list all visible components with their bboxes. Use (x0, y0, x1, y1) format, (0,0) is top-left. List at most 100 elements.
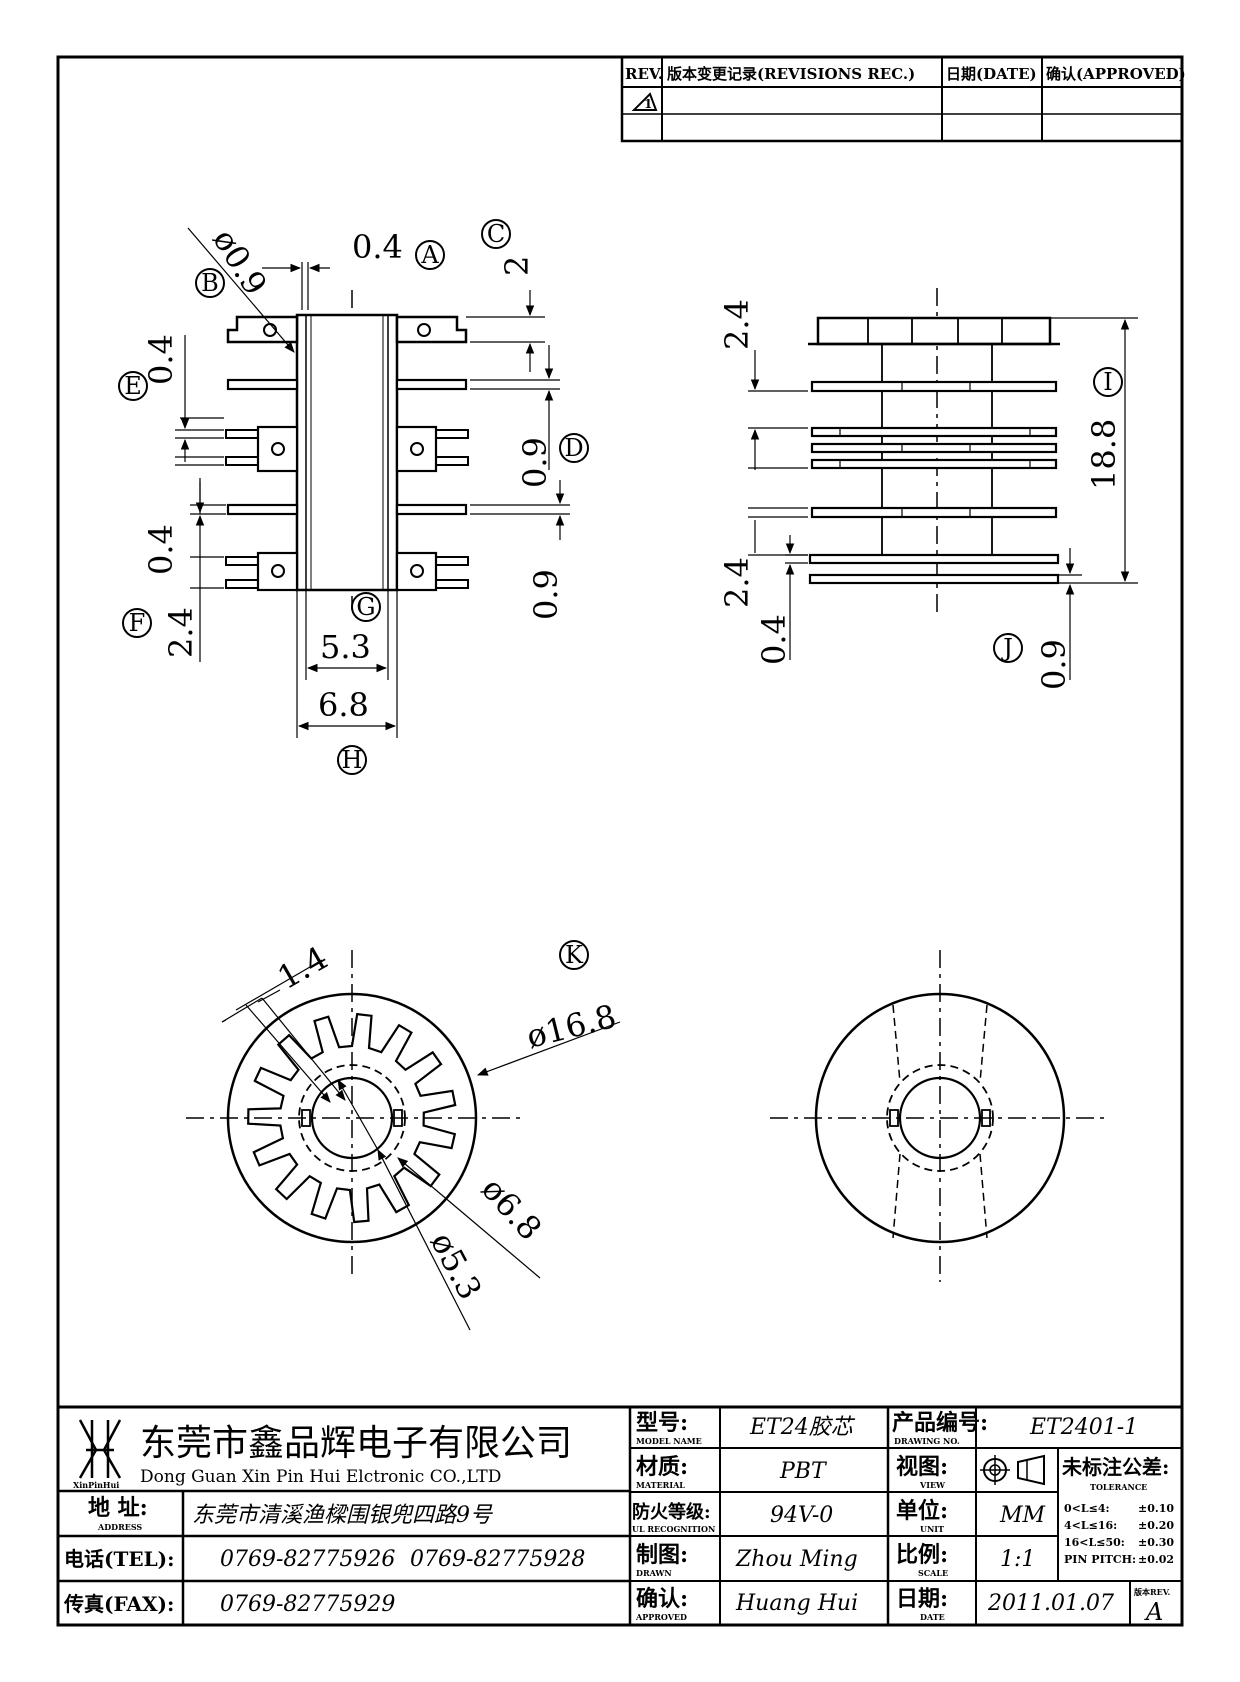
date-value: 2011.01.07 (987, 1591, 1114, 1616)
material-label: 材质: (636, 1454, 688, 1480)
dim-left-04-top: 0.4 (142, 334, 180, 385)
sheet-border (56, 55, 1184, 1627)
drawing-no-label: 产品编号: (892, 1410, 988, 1436)
ref-label-h: H (337, 745, 367, 775)
dim-bot-04: 0.4 (755, 614, 793, 665)
tolerance-range: PIN PITCH: (1064, 1553, 1136, 1566)
scale-label-en: SCALE (918, 1568, 948, 1578)
rev-label: 版本REV. (1133, 1587, 1171, 1597)
model-label-en: MODEL NAME (636, 1436, 702, 1446)
tolerance-range: 4<L≤16: (1064, 1519, 1117, 1532)
svg-text:A: A (420, 241, 439, 269)
scale-value: 1:1 (1000, 1547, 1035, 1572)
dim-right-09-mid: 0.9 (516, 437, 554, 488)
dim-inner-68: ø6.8 (474, 1170, 549, 1248)
material-value: PBT (779, 1459, 828, 1484)
tolerance-value: ±0.30 (1138, 1536, 1174, 1549)
fire-rating-value: 94V-0 (770, 1503, 833, 1528)
unit-label-en: UNIT (920, 1524, 944, 1534)
dim-height-188: 18.8 (1085, 419, 1123, 490)
front-view (175, 227, 570, 738)
svg-text:I: I (1103, 368, 1112, 396)
tolerance-range: 16<L≤50: (1064, 1536, 1125, 1549)
dim-bore-53-bottom: ø5.3 (423, 1226, 489, 1306)
dim-outer-168: ø16.8 (523, 997, 620, 1056)
tel-label: 电话(TEL): (64, 1547, 175, 1571)
tolerance-value: ±0.02 (1138, 1553, 1174, 1566)
svg-text:D: D (564, 434, 583, 462)
dim-left-24: 2.4 (162, 607, 200, 658)
ref-label-c: C (481, 219, 511, 249)
model-value: ET24胶芯 (749, 1415, 856, 1440)
view-label: 视图: (896, 1454, 948, 1480)
ref-label-f: F (122, 608, 152, 638)
revision-table: REV. 版本变更记录(REVISIONS REC.) 日期(DATE) 确认(… (620, 55, 1186, 143)
tolerance-list: 0<L≤4: ±0.10 4<L≤16: ±0.20 16<L≤50: ±0.30PIN … (1064, 1502, 1174, 1566)
revision-triangle-icon: 1 (631, 92, 658, 111)
drawn-value: Zhou Ming (735, 1547, 858, 1572)
dim-outer-68: 6.8 (318, 686, 369, 724)
address-label: 地 址: (88, 1495, 148, 1521)
company-name-cn: 东莞市鑫品辉电子有限公司 (140, 1423, 572, 1464)
dim-top-24: 2.4 (718, 299, 756, 350)
fire-rating-label-en: UL RECOGNITION (632, 1524, 715, 1534)
approved-header: 确认(APPROVED) (1046, 65, 1186, 83)
drawing-no-value: ET2401-1 (1029, 1415, 1138, 1440)
svg-text:B: B (201, 269, 219, 297)
projection-symbol-icon (980, 1454, 1045, 1486)
unit-label: 单位: (896, 1498, 948, 1524)
tolerance-label: 未标注公差: (1062, 1455, 1169, 1479)
company-name-en: Dong Guan Xin Pin Hui Elctronic CO.,LTD (140, 1467, 501, 1487)
ref-label-e: E (118, 371, 148, 401)
dim-right-09-bot: 0.9 (527, 569, 565, 620)
svg-text:1: 1 (644, 97, 652, 111)
ref-label-j: J (993, 633, 1023, 663)
dim-bot-09: 0.9 (1035, 639, 1073, 690)
ref-label-i: I (1093, 367, 1123, 397)
tolerance-label-en: TOLERANCE (1090, 1482, 1147, 1492)
date-header: 日期(DATE) (946, 65, 1037, 83)
drawing-no-label-en: DRAWING NO. (894, 1436, 960, 1446)
tolerance-value: ±0.20 (1138, 1519, 1174, 1532)
ref-label-k: K (559, 940, 589, 970)
ref-label-b: B (195, 268, 225, 298)
dim-bot-24: 2.4 (718, 557, 756, 608)
date-label-en: DATE (920, 1612, 945, 1622)
company-logo (78, 1419, 122, 1479)
logo-text: XinPinHui (73, 1480, 119, 1490)
ref-label-d: D (559, 433, 589, 463)
fire-rating-label: 防火等级: (632, 1501, 711, 1523)
date-label: 日期: (896, 1586, 948, 1612)
svg-text:E: E (124, 372, 142, 400)
dim-top-gap: 2 (498, 256, 536, 276)
ref-label-a: A (415, 240, 445, 270)
material-label-en: MATERIAL (636, 1480, 685, 1490)
tolerance-value: ±0.10 (1138, 1502, 1174, 1515)
view-label-en: VIEW (919, 1480, 946, 1490)
revision-record-header: 版本变更记录(REVISIONS REC.) (667, 65, 915, 83)
drawn-label-en: DRAWN (636, 1568, 672, 1578)
approved-label: 确认: (636, 1586, 688, 1612)
dim-pin-width: 0.4 (352, 228, 403, 266)
tolerance-range: 0<L≤4: (1064, 1502, 1110, 1515)
ref-label-g: G (351, 592, 381, 622)
unit-value: MM (999, 1503, 1046, 1528)
fax-value: 0769-82775929 (220, 1592, 395, 1617)
dim-tooth-14: 1.4 (271, 939, 334, 997)
top-view (770, 950, 1110, 1282)
scale-label: 比例: (896, 1542, 948, 1568)
fax-label: 传真(FAX): (63, 1592, 174, 1616)
tel-value-2: 0769-82775928 (410, 1547, 585, 1572)
svg-text:G: G (356, 593, 375, 621)
rev-value: A (1144, 1598, 1163, 1626)
bottom-view (186, 950, 621, 1331)
drawn-label: 制图: (636, 1542, 688, 1568)
approved-value: Huang Hui (735, 1591, 858, 1616)
bottom-view-dimensions: 1.4 ø16.8 ø6.8 ø5.3 (271, 939, 620, 1306)
svg-text:C: C (487, 220, 505, 248)
address-value: 东莞市清溪渔樑围银兜四路9号 (192, 1503, 493, 1528)
svg-text:K: K (565, 941, 584, 969)
side-view-dimensions: 2.4 18.8 2.4 0.4 0.9 (718, 299, 1123, 690)
title-block-text: XinPinHui 东莞市鑫品辉电子有限公司 Dong Guan Xin Pin… (63, 1410, 1174, 1626)
